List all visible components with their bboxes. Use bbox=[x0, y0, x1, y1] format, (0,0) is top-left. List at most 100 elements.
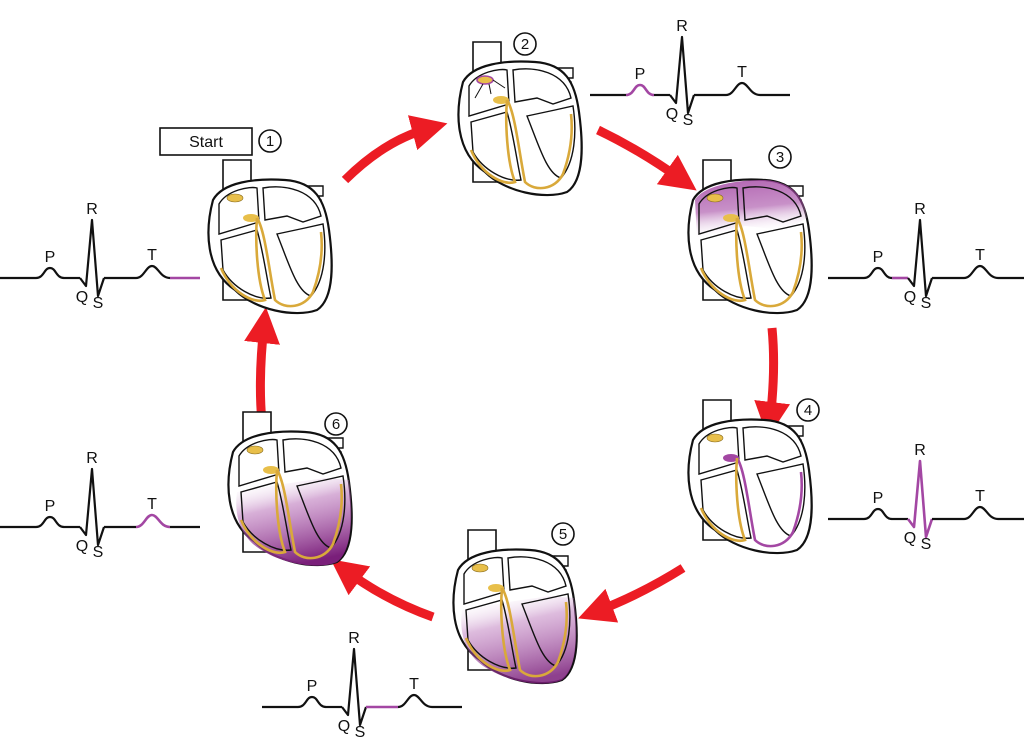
heart-illustration bbox=[687, 399, 813, 555]
atria-depolarized bbox=[695, 180, 807, 238]
right-ventricle bbox=[700, 229, 752, 299]
sa-node bbox=[476, 75, 494, 85]
sa-node bbox=[706, 433, 724, 443]
sa-node bbox=[706, 193, 724, 203]
stage-number-circle bbox=[796, 398, 820, 422]
sa-node bbox=[226, 193, 244, 203]
ecg-label-r: R bbox=[914, 201, 926, 218]
ecg-qrs-complex bbox=[669, 35, 696, 115]
stage-number: 6 bbox=[332, 416, 340, 433]
ecg-label-p: P bbox=[45, 498, 56, 515]
ecg-p-wave bbox=[35, 515, 65, 529]
ecg-label-q: Q bbox=[338, 718, 350, 735]
bundle-branch-right bbox=[699, 457, 747, 543]
ecg-label-s: S bbox=[93, 544, 104, 561]
bundle-branch-left bbox=[255, 217, 324, 308]
ecg-label-p: P bbox=[873, 490, 884, 507]
arrow-4-to-5 bbox=[578, 564, 686, 623]
ecg-p-wave bbox=[863, 266, 893, 280]
ecg-label-s: S bbox=[921, 536, 932, 553]
ecg-label-p: P bbox=[45, 249, 56, 266]
ecg-qrs-complex bbox=[906, 459, 934, 539]
ecg-label-q: Q bbox=[904, 530, 916, 547]
bundle-branch-right bbox=[464, 587, 512, 673]
left-atrium bbox=[742, 186, 802, 223]
right-ventricle bbox=[470, 111, 522, 181]
impulse-arrows bbox=[474, 79, 506, 99]
ecg-label-r: R bbox=[86, 450, 98, 467]
heart-illustration bbox=[227, 411, 353, 567]
stage-number-badge: 3 bbox=[768, 145, 792, 169]
heart-illustration bbox=[457, 41, 583, 197]
ecg-p-wave bbox=[863, 507, 893, 521]
right-ventricle bbox=[465, 599, 517, 669]
av-node bbox=[263, 466, 279, 474]
bundle-branch-left bbox=[735, 217, 804, 308]
stage-number: 4 bbox=[804, 402, 812, 419]
stage-number-circle bbox=[551, 522, 575, 546]
stage-number-badge: 6 bbox=[324, 412, 348, 436]
right-ventricle bbox=[240, 481, 292, 551]
ecg-qrs-complex bbox=[907, 218, 934, 298]
sa-node bbox=[246, 445, 264, 455]
stage-number-circle bbox=[258, 129, 282, 153]
stage-number: 3 bbox=[776, 149, 784, 166]
left-atrium bbox=[282, 438, 342, 475]
ecg-label-r: R bbox=[914, 442, 926, 459]
ecg-t-wave bbox=[135, 264, 171, 280]
heart-illustration bbox=[687, 159, 813, 315]
heart-outline bbox=[207, 178, 333, 315]
ecg-label-r: R bbox=[676, 18, 688, 35]
right-atrium bbox=[238, 438, 280, 487]
ecg-label-q: Q bbox=[76, 289, 88, 306]
ecg-t-wave bbox=[963, 264, 999, 280]
start-box: Start bbox=[159, 127, 253, 156]
stage-number: 5 bbox=[559, 526, 567, 543]
ecg-label-p: P bbox=[307, 678, 318, 695]
stage-number: 2 bbox=[521, 36, 529, 53]
av-node bbox=[488, 584, 504, 592]
stage-number-circle bbox=[513, 32, 537, 56]
bundle-branch-left bbox=[735, 457, 804, 548]
left-atrium bbox=[507, 556, 567, 593]
stage-number-badge: 1 bbox=[258, 129, 282, 153]
av-node bbox=[243, 214, 259, 222]
ecg-label-t: T bbox=[147, 496, 157, 513]
bundle-branch-right bbox=[239, 469, 287, 555]
bundle-branch-right bbox=[699, 217, 747, 303]
ecg-label-t: T bbox=[147, 247, 157, 264]
right-atrium bbox=[698, 186, 740, 235]
heart-illustration bbox=[452, 529, 578, 685]
ecg-label-q: Q bbox=[666, 106, 678, 123]
arrow-1-to-2 bbox=[341, 115, 448, 184]
bundle-branch-right bbox=[219, 217, 267, 303]
heart-outline bbox=[457, 60, 583, 197]
stage-number-circle bbox=[768, 145, 792, 169]
ecg-p-wave bbox=[625, 83, 655, 97]
right-ventricle bbox=[220, 229, 272, 299]
ecg-qrs-complex bbox=[79, 467, 106, 547]
stage-number-circle bbox=[324, 412, 348, 436]
heart-outline bbox=[687, 418, 813, 555]
ecg-p-wave bbox=[297, 695, 327, 709]
ecg-label-s: S bbox=[355, 724, 366, 741]
bundle-branch-left bbox=[505, 99, 574, 190]
stage-number-badge: 4 bbox=[796, 398, 820, 422]
bundle-branch-left bbox=[275, 469, 344, 560]
start-label: Start bbox=[189, 134, 223, 151]
start-box-frame bbox=[159, 127, 253, 156]
ecg-label-r: R bbox=[348, 630, 360, 647]
av-node bbox=[493, 96, 509, 104]
